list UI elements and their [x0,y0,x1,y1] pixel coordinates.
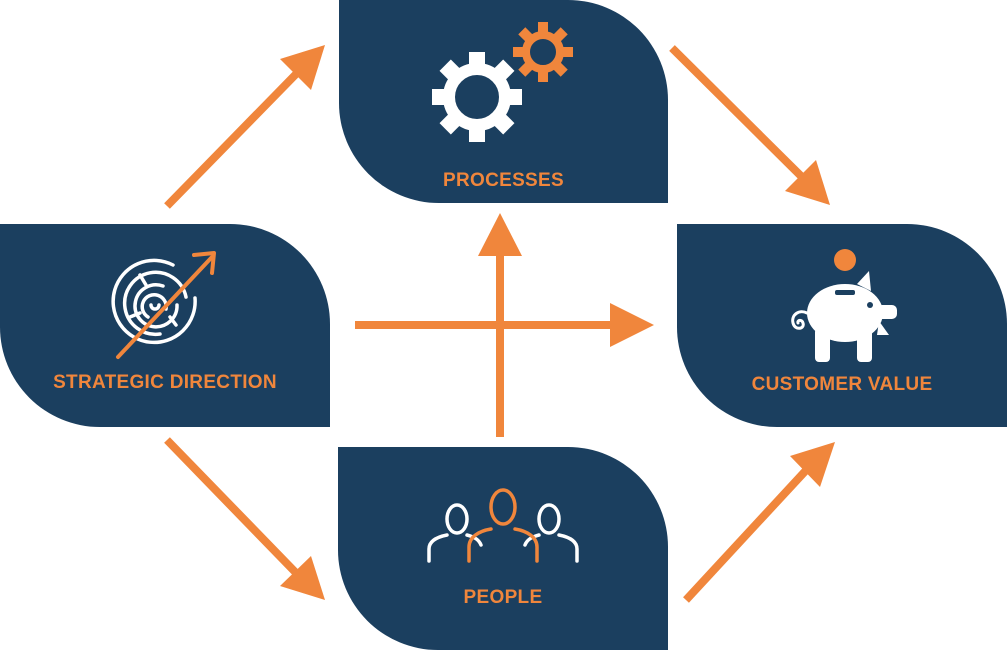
piggy-bank-icon [791,249,897,362]
node-customer-value-label: CUSTOMER VALUE [751,374,933,395]
node-people-label: PEOPLE [463,587,543,608]
arrow-strategic-to-people [164,437,303,580]
arrowhead-people-downleft [280,556,325,600]
arrow-strategic-to-processes [164,67,303,209]
arrowhead-customer-middle [610,303,654,347]
node-processes-label: PROCESSES [443,170,564,191]
people-group-icon [427,488,579,563]
arrow-people-to-customer [683,463,813,603]
arrowhead-processes-middle [478,213,522,256]
arrowhead-processes-upleft [280,45,325,90]
maze-target-icon [111,251,216,359]
node-people [338,447,668,650]
gears-icon [432,22,573,142]
arrow-processes-to-customer [669,45,808,183]
arrowhead-customer-top [785,160,830,205]
arrowhead-customer-bottom [790,442,835,487]
node-strategic-direction-label: STRATEGIC DIRECTION [53,372,277,393]
